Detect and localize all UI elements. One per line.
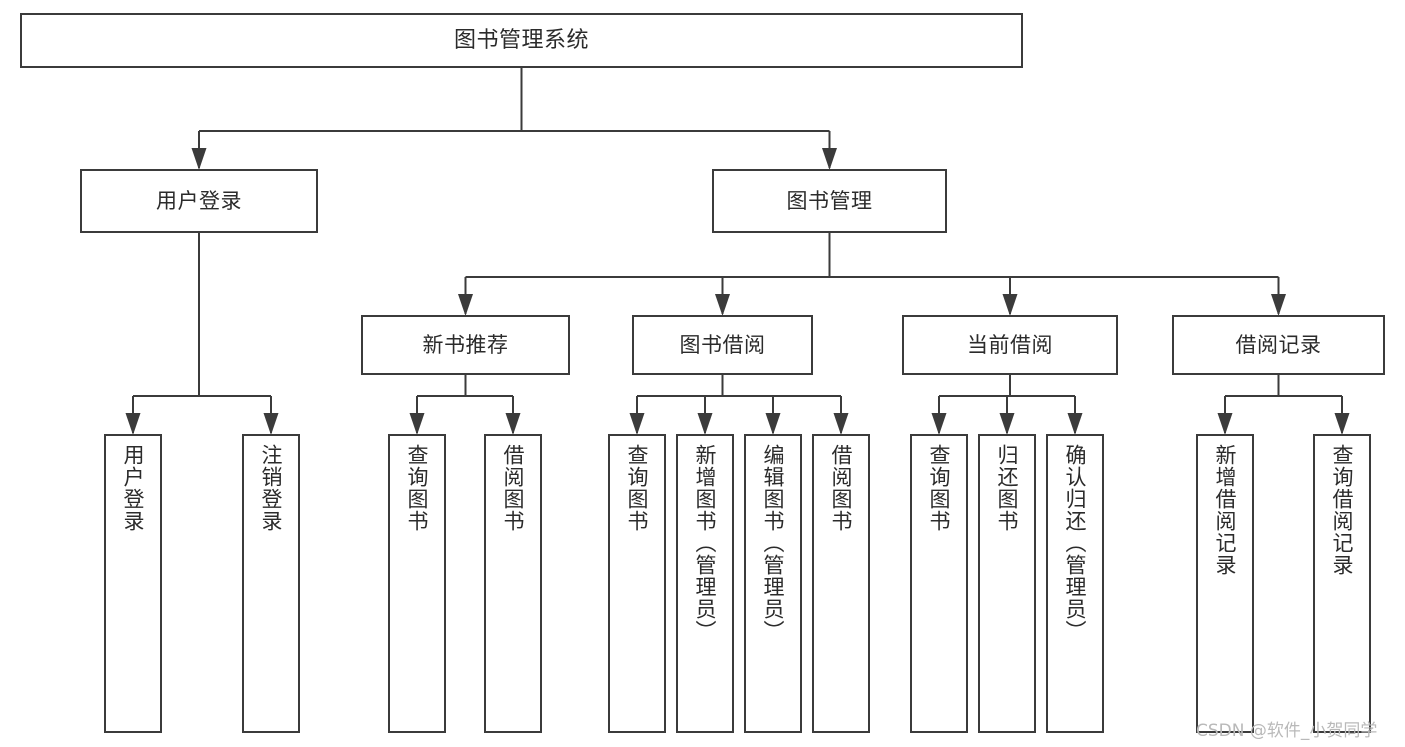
- node-label: 确认归还（管理员）: [1063, 444, 1088, 642]
- node-l5: 查询图书: [608, 434, 666, 733]
- node-label: 查询图书: [405, 444, 430, 532]
- node-n3c: 当前借阅: [902, 315, 1118, 375]
- node-label: 图书借阅: [679, 332, 766, 357]
- node-l2: 注销登录: [242, 434, 300, 733]
- arrow-head-icon: [999, 413, 1015, 435]
- node-label: 图书管理系统: [453, 27, 589, 53]
- node-l11: 确认归还（管理员）: [1046, 434, 1104, 733]
- node-n2b: 图书管理: [712, 169, 947, 233]
- node-root: 图书管理系统: [20, 13, 1023, 68]
- arrow-head-icon: [505, 413, 521, 435]
- arrow-head-icon: [409, 413, 425, 435]
- arrow-head-icon: [191, 148, 207, 170]
- node-label: 新书推荐: [422, 332, 509, 357]
- arrow-head-icon: [629, 413, 645, 435]
- arrow-head-icon: [263, 413, 279, 435]
- node-l10: 归还图书: [978, 434, 1036, 733]
- node-l13: 查询借阅记录: [1313, 434, 1371, 733]
- node-l1: 用户登录: [104, 434, 162, 733]
- node-label: 图书管理: [786, 188, 873, 213]
- arrow-head-icon: [833, 413, 849, 435]
- node-l12: 新增借阅记录: [1196, 434, 1254, 733]
- node-label: 查询借阅记录: [1330, 444, 1355, 576]
- node-l7: 编辑图书（管理员）: [744, 434, 802, 733]
- node-label: 用户登录: [121, 444, 146, 532]
- node-label: 注销登录: [259, 444, 284, 532]
- node-n3d: 借阅记录: [1172, 315, 1385, 375]
- node-n3b: 图书借阅: [632, 315, 813, 375]
- node-label: 借阅图书: [829, 444, 854, 532]
- node-n3a: 新书推荐: [361, 315, 570, 375]
- node-l3: 查询图书: [388, 434, 446, 733]
- node-label: 查询图书: [927, 444, 952, 532]
- node-l9: 查询图书: [910, 434, 968, 733]
- node-label: 新增图书（管理员）: [693, 444, 718, 642]
- node-l6: 新增图书（管理员）: [676, 434, 734, 733]
- node-label: 查询图书: [625, 444, 650, 532]
- node-l4: 借阅图书: [484, 434, 542, 733]
- node-label: 归还图书: [995, 444, 1020, 532]
- node-n2a: 用户登录: [80, 169, 318, 233]
- arrow-head-icon: [125, 413, 141, 435]
- arrow-head-icon: [697, 413, 713, 435]
- arrow-head-icon: [1334, 413, 1350, 435]
- node-label: 新增借阅记录: [1213, 444, 1238, 576]
- node-l8: 借阅图书: [812, 434, 870, 733]
- node-label: 借阅记录: [1235, 332, 1322, 357]
- arrow-head-icon: [931, 413, 947, 435]
- node-label: 用户登录: [156, 188, 242, 213]
- node-label: 编辑图书（管理员）: [761, 444, 786, 642]
- arrow-head-icon: [765, 413, 781, 435]
- node-label: 借阅图书: [501, 444, 526, 532]
- node-label: 当前借阅: [967, 332, 1053, 357]
- arrow-head-icon: [822, 148, 837, 170]
- arrow-head-icon: [715, 294, 730, 316]
- arrow-head-icon: [1271, 294, 1286, 316]
- arrow-head-icon: [1067, 413, 1083, 435]
- arrow-head-icon: [458, 294, 473, 316]
- watermark: CSDN @软件_小贺同学: [1196, 721, 1378, 741]
- arrow-head-icon: [1217, 413, 1233, 435]
- arrow-head-icon: [1002, 294, 1018, 316]
